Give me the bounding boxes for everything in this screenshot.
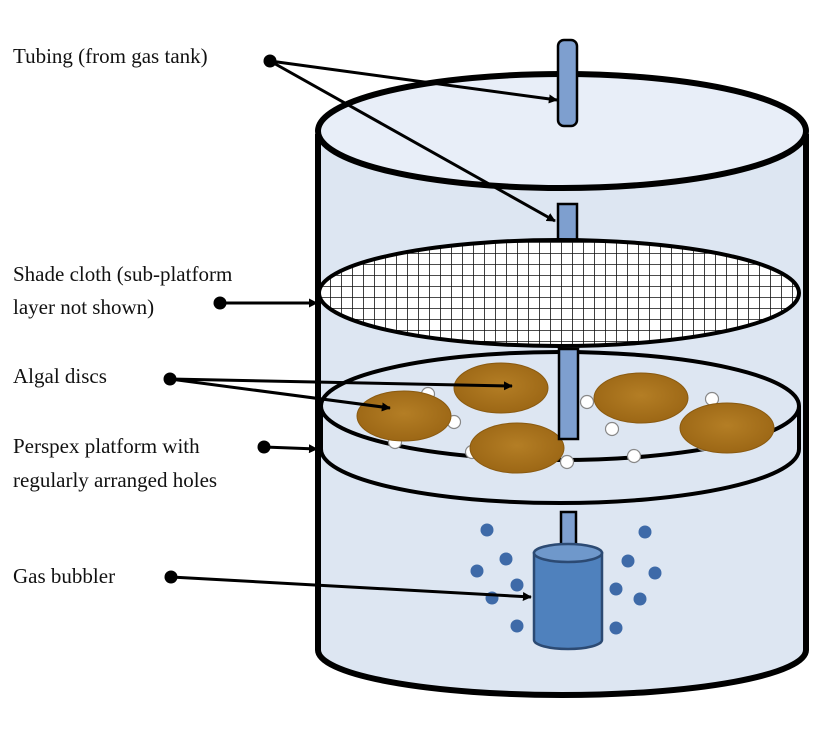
label-perspex-line1: Perspex platform with [13, 434, 200, 458]
tubing-platform [557, 347, 580, 441]
tubing-top [556, 38, 579, 128]
algal-disc [593, 372, 689, 424]
label-shade-cloth-line2: layer not shown) [13, 295, 154, 319]
label-algal-discs: Algal discs [13, 364, 107, 388]
label-perspex-line2: regularly arranged holes [13, 468, 217, 492]
algal-disc [453, 362, 549, 414]
algal-discs [356, 362, 775, 474]
gas-bubbles [470, 523, 662, 635]
gas-bubbler [532, 542, 604, 651]
label-shade-cloth-line1: Shade cloth (sub-platform [13, 262, 232, 286]
callout-arrows [169, 59, 558, 602]
algal-disc [679, 402, 775, 454]
algal-disc [356, 390, 452, 442]
algal-disc [469, 422, 565, 474]
shade-cloth [317, 238, 801, 348]
label-tubing: Tubing (from gas tank) [13, 44, 208, 68]
label-gas-bubbler: Gas bubbler [13, 564, 115, 588]
label-dots [163, 54, 277, 584]
